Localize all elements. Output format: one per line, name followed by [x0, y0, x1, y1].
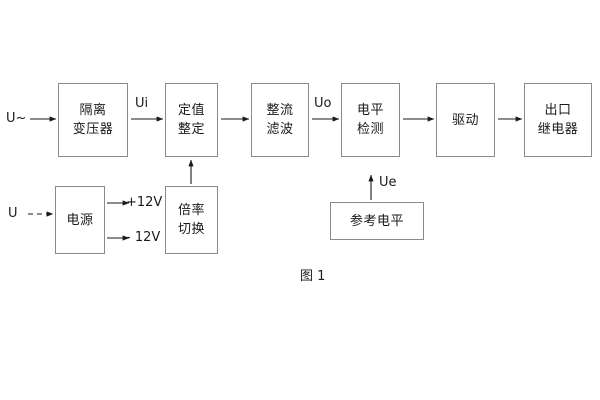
block-line: 定值 [177, 103, 205, 118]
block-line: 检测 [356, 122, 384, 137]
label-input-dc: U [8, 206, 18, 221]
block-line: 参考电平 [349, 213, 404, 229]
block-line: 隔离 [79, 103, 107, 118]
label-plus-12v: +12V [126, 195, 163, 210]
block-line: 驱动 [451, 112, 479, 128]
block-level-detection[interactable]: 电平 检测 [341, 83, 400, 157]
block-line: 电源 [66, 212, 94, 228]
label-minus-12v: - 12V [126, 230, 161, 245]
block-line: 出口 [544, 103, 572, 118]
block-line: 电平 [356, 103, 384, 118]
block-line: 整流 [266, 103, 294, 118]
block-drive[interactable]: 驱动 [436, 83, 495, 157]
block-line: 倍率 [177, 203, 205, 218]
block-line: 继电器 [537, 122, 579, 137]
label-ue: Ue [379, 175, 397, 190]
label-input-ac: U~ [6, 111, 27, 126]
block-line: 变压器 [72, 122, 114, 137]
block-line: 切换 [177, 222, 205, 237]
block-isolation-transformer[interactable]: 隔离 变压器 [58, 83, 128, 157]
block-power-supply[interactable]: 电源 [55, 186, 105, 254]
block-setting-value[interactable]: 定值 整定 [165, 83, 218, 157]
block-line: 整定 [177, 122, 205, 137]
block-reference-level[interactable]: 参考电平 [330, 202, 424, 240]
label-uo: Uo [314, 96, 332, 111]
block-line: 滤波 [266, 122, 294, 137]
block-rectify-filter[interactable]: 整流 滤波 [251, 83, 309, 157]
block-output-relay[interactable]: 出口 继电器 [524, 83, 592, 157]
label-ui: Ui [135, 96, 149, 111]
figure-caption: 图 1 [300, 269, 326, 284]
block-multiplier-switch[interactable]: 倍率 切换 [165, 186, 218, 254]
